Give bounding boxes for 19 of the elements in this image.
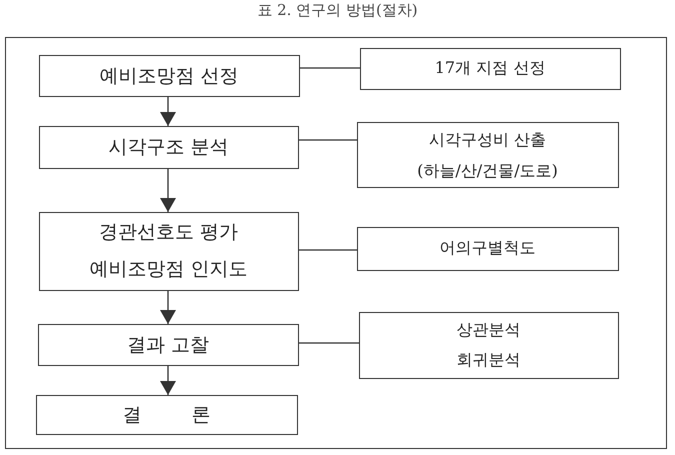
connector-line xyxy=(299,342,359,344)
detail-box: 상관분석 회귀분석 xyxy=(358,312,618,378)
step-box: 예비조망점 선정 xyxy=(38,54,300,96)
outer-frame xyxy=(5,37,667,449)
arrow xyxy=(160,97,176,126)
arrow xyxy=(160,291,176,324)
step-box: 시각구조 분석 xyxy=(38,126,298,168)
connector-line xyxy=(300,67,360,69)
detail-box: 어의구별척도 xyxy=(356,226,618,270)
step-box: 경관선호도 평가 예비조망점 인지도 xyxy=(38,212,298,290)
arrow xyxy=(160,366,176,395)
arrow xyxy=(160,169,176,212)
step-box: 결 론 xyxy=(36,394,298,434)
title: 표 2. 연구의 방법(절차) xyxy=(256,1,419,20)
step-box: 결과 고찰 xyxy=(38,324,298,366)
detail-box: 17개 지점 선정 xyxy=(360,48,620,90)
connector-line xyxy=(299,249,357,251)
detail-box: 시각구성비 산출 (하늘/산/건물/도로) xyxy=(356,122,618,188)
connector-line xyxy=(299,139,357,141)
